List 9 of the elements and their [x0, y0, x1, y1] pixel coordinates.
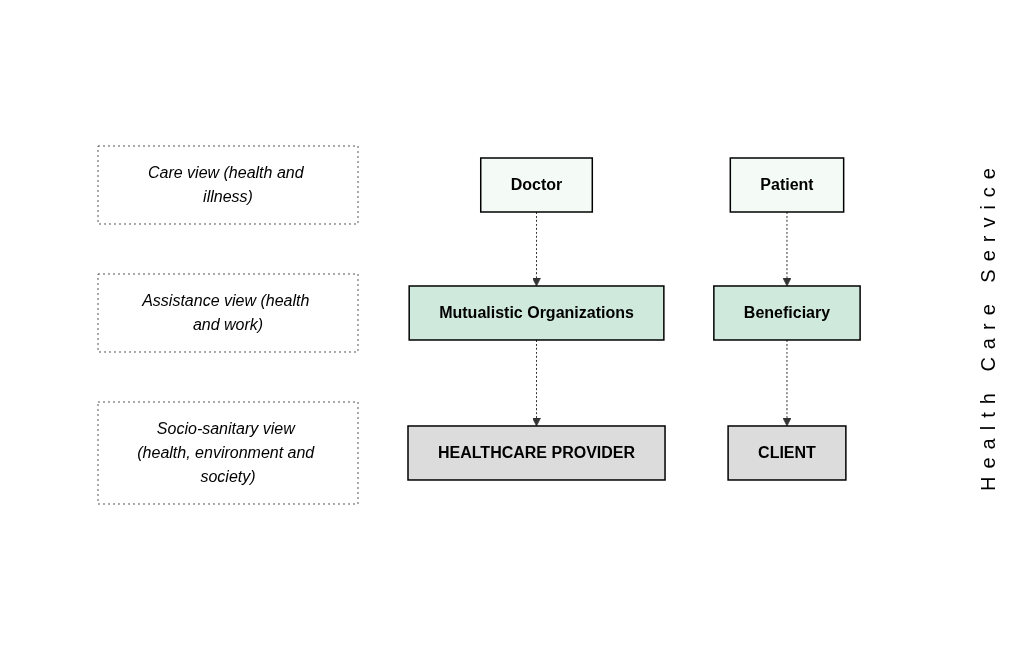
node-box: Patient	[729, 157, 845, 213]
node-box: HEALTHCARE PROVIDER	[407, 425, 666, 481]
node-box: CLIENT	[727, 425, 847, 481]
node-box: Doctor	[479, 157, 593, 213]
node-box: Beneficiary	[713, 285, 861, 341]
node-box: Mutualistic Organizations	[408, 285, 665, 341]
vertical-label: Health Care Service	[976, 159, 1000, 491]
arrow	[782, 339, 792, 427]
arrow	[532, 339, 541, 427]
